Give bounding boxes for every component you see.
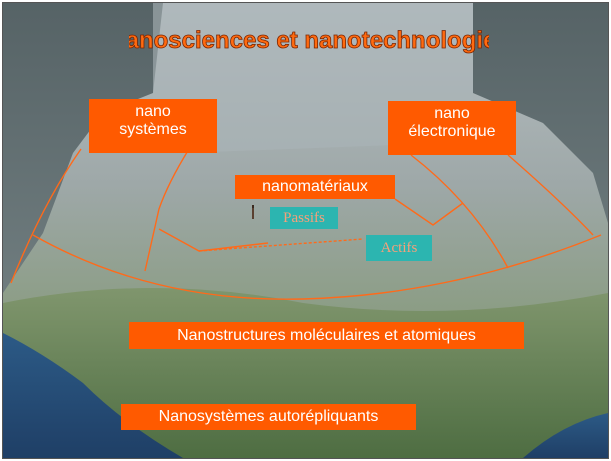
label-nanoelectronique: nano électronique [388, 101, 516, 155]
person-figure-icon [251, 205, 255, 219]
title-text: Nanosciences et nanotechnologies [129, 27, 489, 54]
slide-title: Nanosciences et nanotechnologies [129, 17, 489, 61]
label-nanosystemes: nano systèmes [89, 99, 217, 153]
label-passifs: Passifs [270, 207, 338, 229]
label-nanoelectronique-line2: électronique [388, 123, 516, 141]
label-nanoelectronique-line1: nano [388, 105, 516, 123]
label-nanomateriaux: nanomatériaux [235, 175, 395, 199]
label-autorepliquants: Nanosystèmes autorépliquants [121, 404, 416, 430]
label-actifs: Actifs [366, 235, 432, 261]
label-nanosystemes-line2: systèmes [89, 121, 217, 139]
label-nanosystemes-line1: nano [89, 103, 217, 121]
mountain-background [3, 3, 608, 458]
label-nanostructures: Nanostructures moléculaires et atomiques [129, 322, 524, 349]
